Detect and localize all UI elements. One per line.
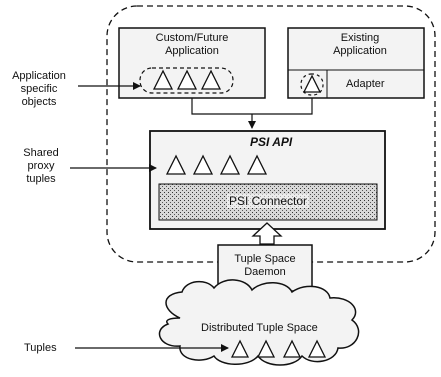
proxy-triangle (165, 154, 187, 175)
psi-connector-label: PSI Connector (159, 194, 377, 209)
tuple-triangle (256, 339, 276, 358)
app-object-triangle (200, 69, 222, 90)
app-connection-lines (191, 98, 313, 115)
tuple-triangles (230, 339, 327, 358)
adapter-label: Adapter (346, 78, 385, 90)
daemon-label: Tuple Space Daemon (234, 253, 296, 278)
tuple-triangle (307, 339, 327, 358)
existing-object-triangle (302, 74, 322, 93)
daemon-double-arrow (251, 222, 283, 245)
existing-object-group (300, 73, 324, 96)
psi-api-label: PSI API (250, 135, 293, 149)
proxy-triangle (192, 154, 214, 175)
tuple-triangle (282, 339, 302, 358)
tuple-triangle (230, 339, 250, 358)
app-objects-group (139, 67, 234, 94)
app-object-triangle (176, 69, 198, 90)
side-label-tuples: Tuples (24, 342, 57, 354)
psi-connector-text: PSI Connector (226, 194, 310, 208)
proxy-triangle (219, 154, 241, 175)
side-label-app-objects: Application specific objects (12, 70, 66, 108)
app-object-triangle (152, 69, 174, 90)
custom-app-label: Custom/Future Application (155, 32, 229, 57)
side-label-shared-proxy: Shared proxy tuples (23, 147, 59, 185)
tuple-space-label: Distributed Tuple Space (201, 322, 318, 334)
proxy-triangle (246, 154, 268, 175)
app-object-triangles (152, 69, 222, 90)
tuple-space-cloud (158, 279, 360, 366)
existing-app-label: Existing Application (333, 32, 387, 57)
shared-proxy-triangles (165, 154, 268, 175)
